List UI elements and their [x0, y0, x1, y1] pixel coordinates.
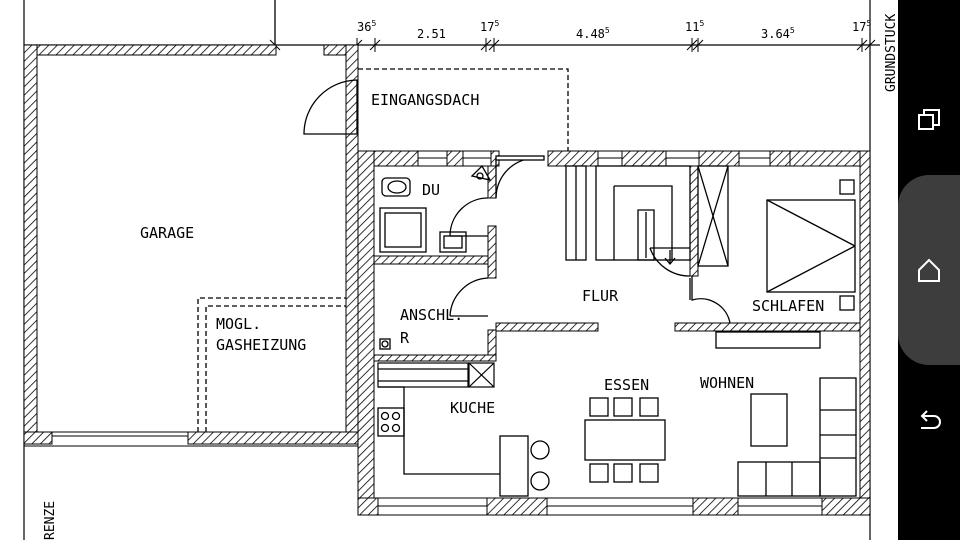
label-du: DU	[422, 181, 440, 199]
label-flur: FLUR	[582, 287, 619, 305]
eingangsdach-outline	[358, 68, 569, 151]
svg-text:115: 115	[685, 19, 704, 34]
radiator	[715, 331, 821, 349]
home-button[interactable]	[898, 235, 960, 305]
dim-label: 17	[852, 20, 866, 34]
dim-label: 3.64	[761, 27, 790, 41]
interior-walls	[373, 165, 861, 362]
navigation-bar	[898, 0, 960, 540]
label-grenze: RENZE	[43, 501, 58, 540]
dim-sup: 5	[866, 19, 871, 28]
recent-apps-button[interactable]	[898, 85, 960, 155]
kitchen-cabinet	[377, 362, 495, 388]
dim-sup: 5	[790, 26, 795, 35]
house-walls	[357, 150, 871, 516]
home-button-highlight	[898, 175, 960, 365]
svg-text:3.645: 3.645	[761, 26, 795, 41]
svg-text:365: 365	[357, 19, 376, 34]
gasheizung-area	[197, 297, 346, 432]
label-wohnen: WOHNEN	[700, 374, 754, 392]
staircase	[565, 165, 729, 267]
label-garage: GARAGE	[140, 224, 194, 242]
dim-sup: 5	[494, 19, 499, 28]
bathroom-fixtures	[379, 164, 492, 350]
garage-walls	[23, 44, 359, 445]
doors	[449, 155, 731, 324]
kitchen-counter	[377, 386, 550, 497]
dimension-line	[24, 0, 880, 52]
label-essen: ESSEN	[604, 376, 649, 394]
svg-text:4.485: 4.485	[576, 26, 610, 41]
back-icon	[920, 410, 941, 429]
label-grundstuck: GRUNDSTUCK	[884, 14, 898, 92]
label-gasheizung: GASHEIZUNG	[216, 336, 306, 354]
sofa	[737, 377, 857, 497]
dim-label: 2.51	[417, 27, 446, 41]
label-anschl-r: R	[400, 329, 410, 347]
dim-sup: 5	[699, 19, 704, 28]
home-icon	[918, 258, 940, 282]
garage-door-swing	[303, 79, 358, 135]
floor-plan: 365 2.51 175 4.485 115 3.645 175	[23, 0, 898, 540]
label-eingangsdach: EINGANGSDACH	[371, 91, 479, 109]
svg-text:175: 175	[480, 19, 499, 34]
room-labels: GARAGE EINGANGSDACH DU FLUR SCHLAFEN ANS…	[43, 14, 898, 540]
dim-sup: 5	[605, 26, 610, 35]
dim-sup: 5	[371, 19, 376, 28]
dimension-labels: 365 2.51 175 4.485 115 3.645 175	[357, 19, 871, 41]
back-button[interactable]	[898, 385, 960, 455]
dim-label: 4.48	[576, 27, 605, 41]
dim-label: 11	[685, 20, 699, 34]
label-schlafen: SCHLAFEN	[752, 297, 824, 315]
bed	[766, 179, 856, 311]
label-mogl: MOGL.	[216, 315, 261, 333]
label-kuche: KUCHE	[450, 399, 495, 417]
dining-table	[584, 397, 666, 483]
svg-text:175: 175	[852, 19, 871, 34]
label-anschl: ANSCHL.	[400, 306, 463, 324]
recent-apps-icon	[918, 109, 940, 130]
svg-text:2.51: 2.51	[417, 27, 446, 41]
dim-label: 17	[480, 20, 494, 34]
dim-label: 36	[357, 20, 371, 34]
